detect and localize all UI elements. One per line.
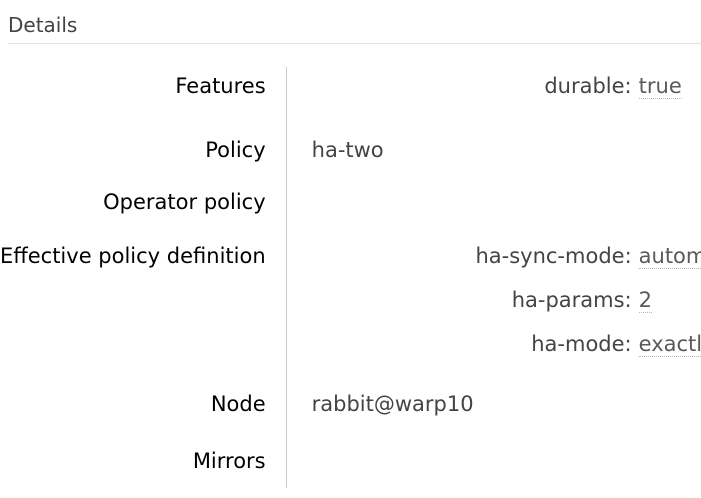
definition-value: 2 xyxy=(632,287,701,331)
details-table: Features durable: true xyxy=(0,67,701,488)
definition-value-abbr: 2 xyxy=(638,288,653,313)
table-row-features: Features durable: true xyxy=(0,67,701,131)
table-row-operator-policy: Operator policy xyxy=(0,183,701,237)
row-label-policy: Policy xyxy=(0,131,287,183)
feature-key: durable: xyxy=(544,74,632,98)
policy-value: ha-two xyxy=(311,138,384,162)
row-value-effective-policy-definition: ha-sync-mode: automatic ha-params: 2 xyxy=(286,237,701,385)
features-mini-table: durable: true xyxy=(312,73,701,99)
definition-entry: ha-params: 2 xyxy=(312,287,701,331)
table-row-effective-policy-definition: Effective policy definition ha-sync-mode… xyxy=(0,237,701,385)
table-row-node: Node rabbit@warp10 xyxy=(0,385,701,442)
row-label-operator-policy: Operator policy xyxy=(0,183,287,237)
row-value-features: durable: true xyxy=(286,67,701,131)
feature-entry: durable: true xyxy=(312,73,701,99)
definition-entry: ha-sync-mode: automatic xyxy=(312,243,701,287)
table-row-policy: Policy ha-two xyxy=(0,131,701,183)
definition-key: ha-params: xyxy=(511,288,632,312)
definition-value-abbr: exactly xyxy=(638,332,701,357)
definition-value: automatic xyxy=(632,243,701,287)
row-label-mirrors: Mirrors xyxy=(0,442,287,488)
operator-policy-value xyxy=(286,183,701,237)
row-label-features: Features xyxy=(0,67,287,131)
feature-value-abbr: true xyxy=(638,74,682,99)
definition-key: ha-sync-mode: xyxy=(475,244,632,268)
heading-rule xyxy=(8,43,701,44)
section-heading: Details xyxy=(8,13,78,37)
table-row-mirrors: Mirrors xyxy=(0,442,701,488)
mirrors-value xyxy=(286,442,701,488)
definition-key: ha-mode: xyxy=(531,332,632,356)
details-section: Details Features durable: true xyxy=(0,12,701,488)
definition-value: exactly xyxy=(632,331,701,357)
feature-value: true xyxy=(632,73,701,99)
row-label-node: Node xyxy=(0,385,287,442)
node-value: rabbit@warp10 xyxy=(311,392,474,416)
effective-definition-table: ha-sync-mode: automatic ha-params: 2 xyxy=(312,243,701,357)
definition-value-abbr: automatic xyxy=(638,244,701,269)
row-label-effective-policy-definition: Effective policy definition xyxy=(0,237,287,385)
definition-entry: ha-mode: exactly xyxy=(312,331,701,357)
